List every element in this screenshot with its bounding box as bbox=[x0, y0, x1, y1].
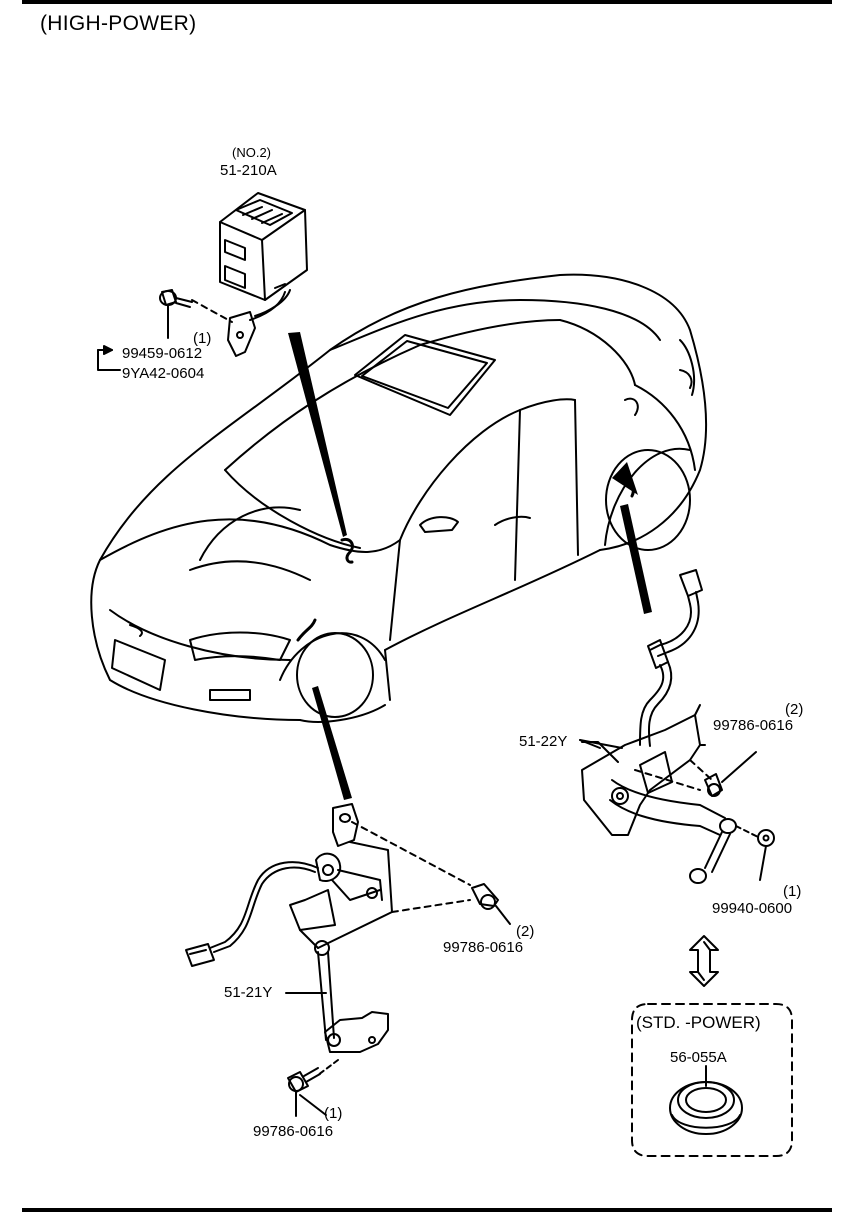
controller-bolt bbox=[97, 289, 233, 371]
front-lower-bolt-part-number: 99786-0616 bbox=[253, 1123, 334, 1140]
top-rule bbox=[22, 0, 832, 4]
car-illustration bbox=[90, 273, 708, 723]
rear-height-sensor bbox=[579, 569, 761, 884]
std-power-box bbox=[631, 1003, 793, 1157]
rear-sensor-part-number: 51-22Y bbox=[519, 733, 568, 750]
front-upper-bolt bbox=[471, 883, 511, 925]
std-power-part-number: 56-055A bbox=[670, 1049, 727, 1066]
front-height-sensor bbox=[185, 803, 471, 1076]
controller-note: (NO.2) bbox=[232, 145, 271, 160]
front-upper-bolt-qty: (2) bbox=[516, 923, 535, 940]
controller-bolt-qty: (1) bbox=[193, 330, 212, 347]
rear-sensor-leader bbox=[581, 741, 619, 763]
rear-nut bbox=[757, 829, 775, 881]
rear-bolt-qty: (2) bbox=[785, 701, 804, 718]
rear-bolt bbox=[704, 751, 757, 797]
front-lower-bolt-qty: (1) bbox=[324, 1105, 343, 1122]
diagram-title: (HIGH-POWER) bbox=[40, 12, 197, 35]
front-upper-bolt-part-number: 99786-0616 bbox=[443, 939, 524, 956]
rear-nut-qty: (1) bbox=[783, 883, 802, 900]
controller-bolt-part-b: 9YA42-0604 bbox=[122, 365, 205, 382]
controller-bolt-part-a: 99459-0612 bbox=[122, 345, 203, 362]
front-lower-bolt bbox=[287, 1067, 327, 1117]
std-power-title: (STD. -POWER) bbox=[636, 1013, 761, 1032]
rear-nut-part-number: 99940-0600 bbox=[712, 900, 793, 917]
bottom-rule bbox=[22, 1208, 832, 1212]
controller-part-number: 51-210A bbox=[220, 162, 277, 179]
double-arrow bbox=[689, 935, 719, 987]
controller-module bbox=[219, 192, 308, 357]
front-sensor-part-number: 51-21Y bbox=[224, 984, 273, 1001]
leader-wedges bbox=[288, 332, 652, 800]
rear-bolt-part-number: 99786-0616 bbox=[713, 717, 794, 734]
